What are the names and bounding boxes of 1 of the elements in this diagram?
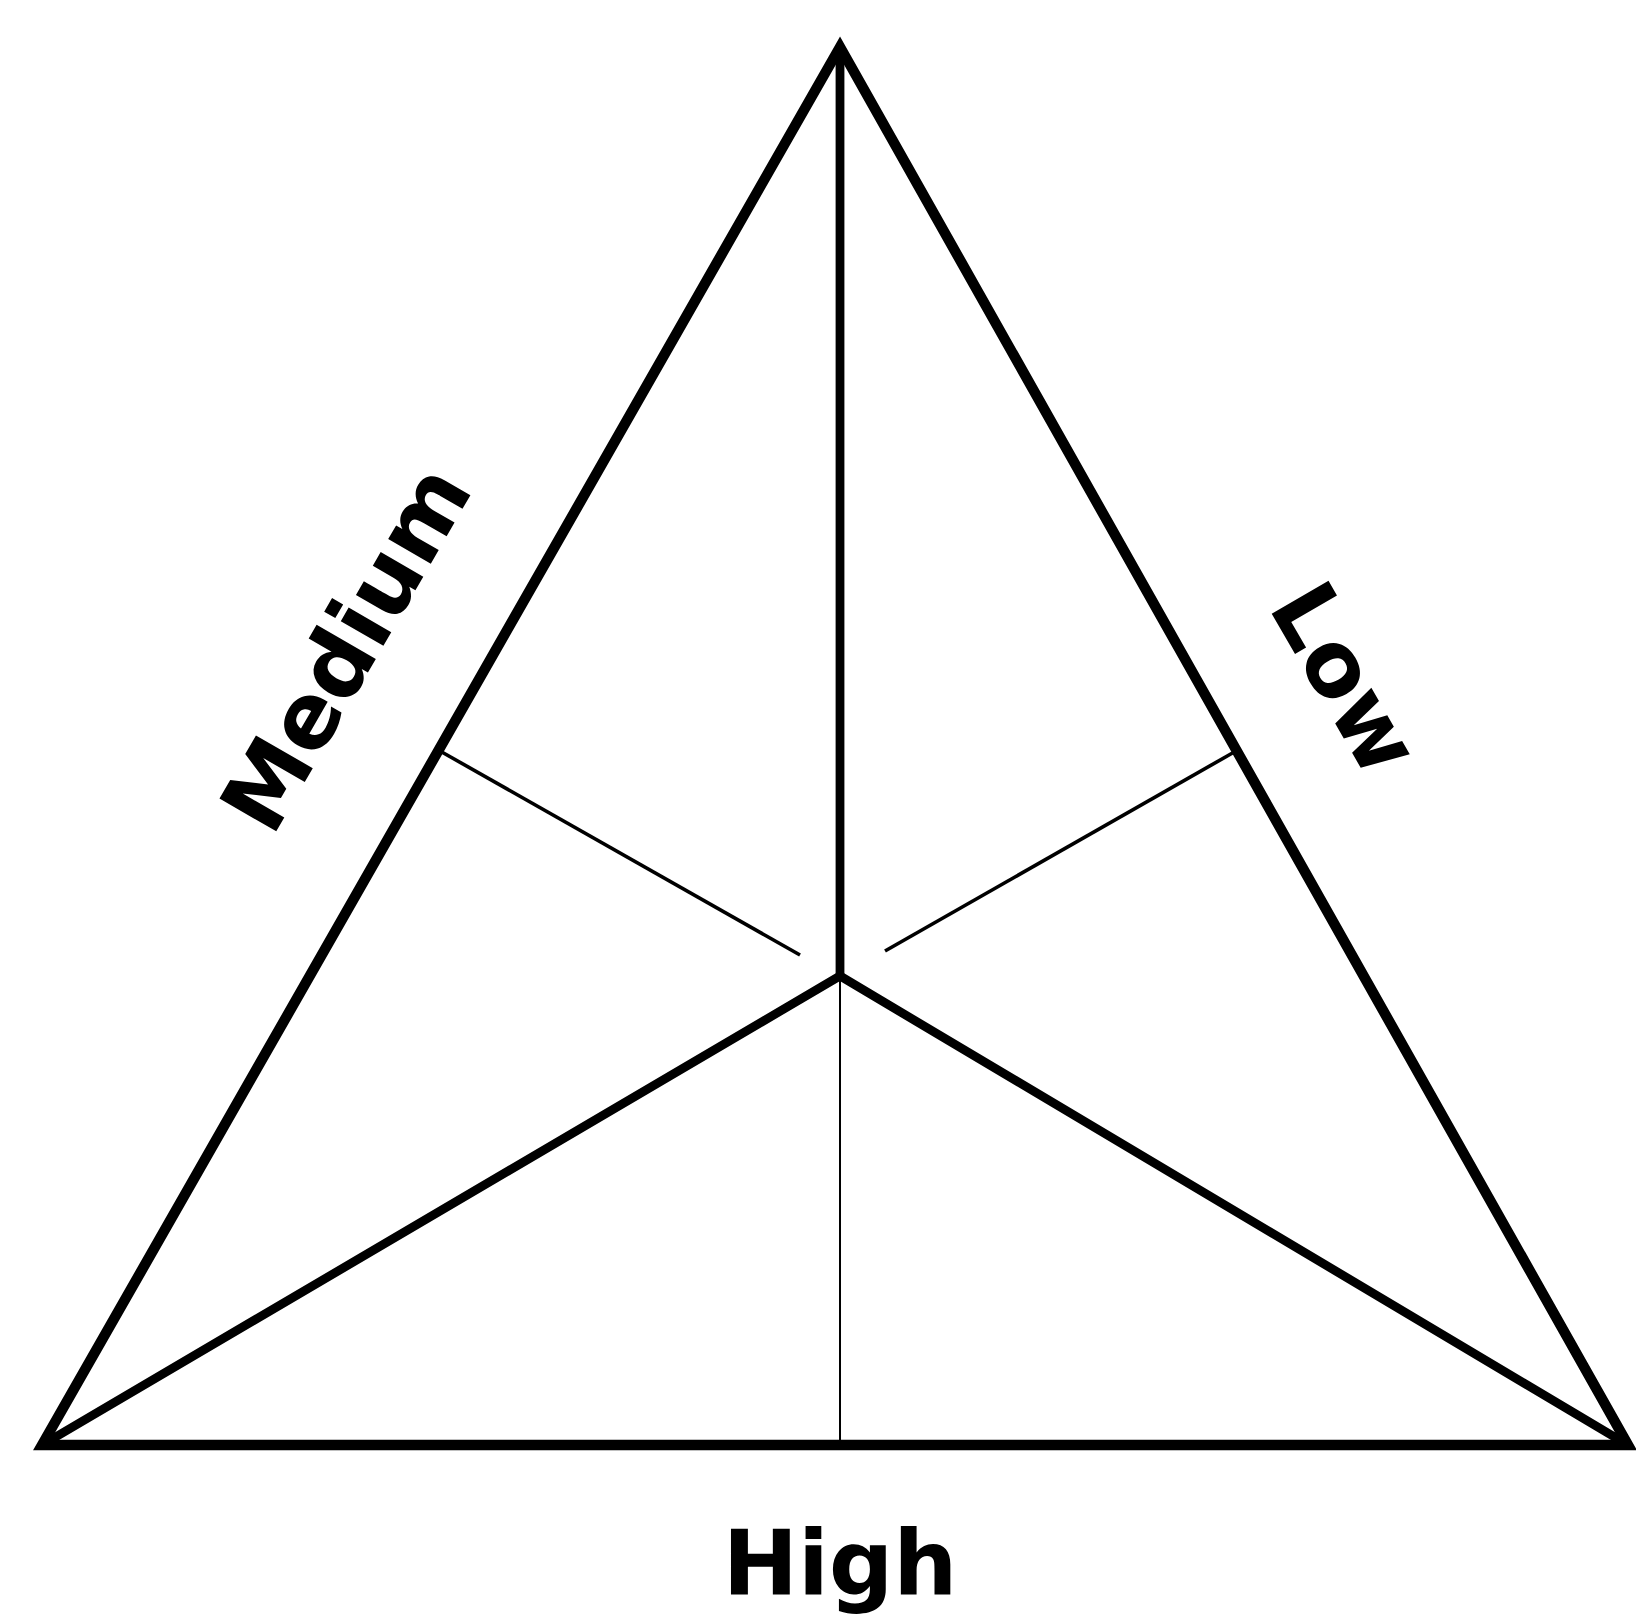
axis-label: High — [730, 1526, 951, 1614]
